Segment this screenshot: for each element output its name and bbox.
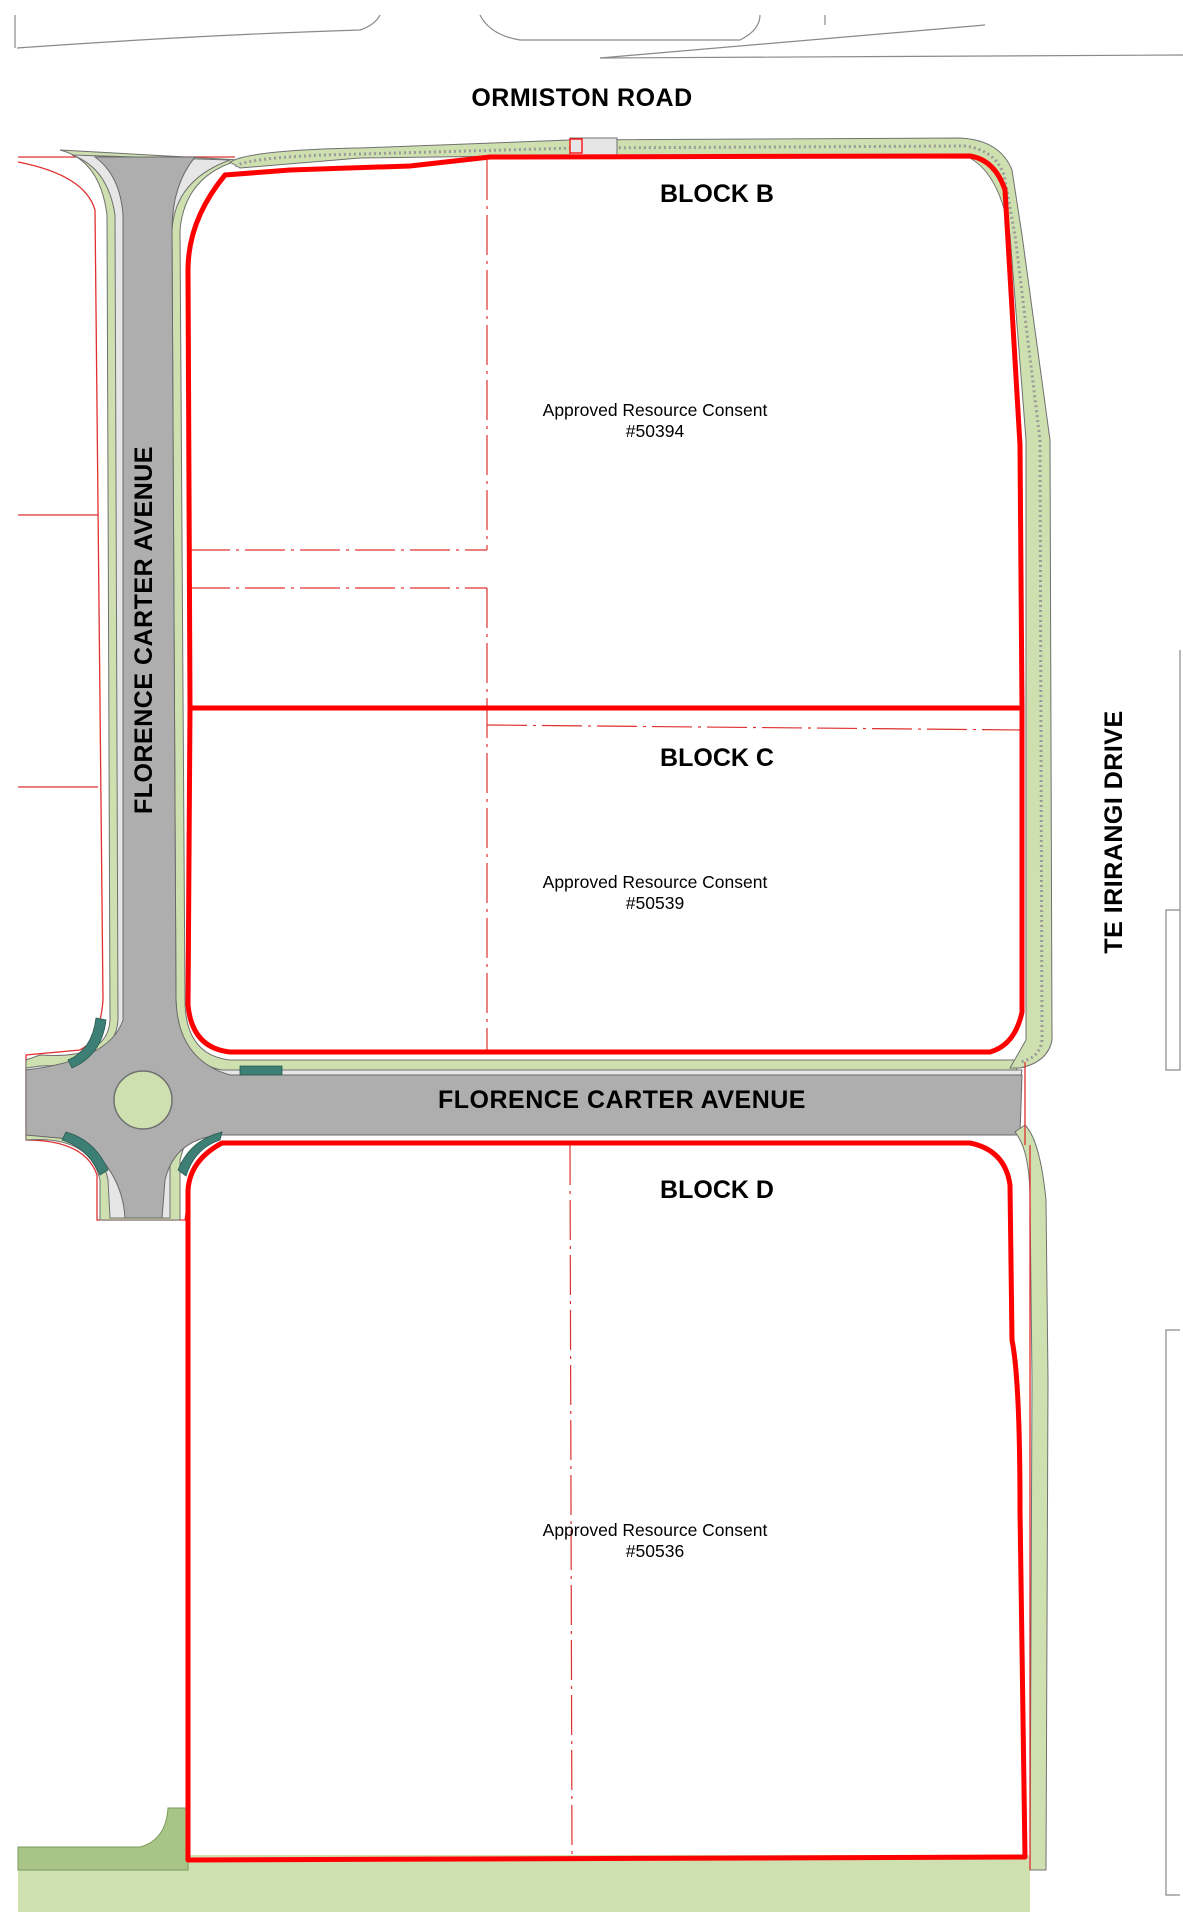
road-label-west: FLORENCE CARTER AVENUE xyxy=(130,446,158,814)
roundabout-island xyxy=(113,1070,173,1130)
block-b-consent-label: Approved Resource Consent xyxy=(543,400,768,420)
east-road-boundary xyxy=(1024,1062,1031,1870)
block-d-consent-label: Approved Resource Consent xyxy=(543,1520,768,1540)
block-c-title: BLOCK C xyxy=(660,744,774,772)
block-c-boundary xyxy=(185,705,1025,1055)
block-d-title: BLOCK D xyxy=(660,1176,774,1204)
north-footpath xyxy=(234,144,1044,1064)
block-b-title: BLOCK B xyxy=(660,180,774,208)
block-c-consent-label: Approved Resource Consent xyxy=(543,872,768,892)
existing-kerb-lines xyxy=(14,14,1183,59)
internal-lot-lines xyxy=(190,160,1023,1858)
block-d-consent-number: #50536 xyxy=(626,1541,684,1561)
west-lot-lines xyxy=(18,514,98,788)
block-c-consent-number: #50539 xyxy=(626,893,684,913)
block-b-consent-number: #50394 xyxy=(626,421,685,441)
north-access-notch xyxy=(569,138,583,154)
east-berm-lower xyxy=(1014,1124,1049,1871)
road-label-east: TE IRIRANGI DRIVE xyxy=(1100,710,1128,953)
road-label-north: ORMISTON ROAD xyxy=(471,84,692,112)
block-b-boundary xyxy=(185,153,1025,711)
existing-east-lines xyxy=(1165,650,1181,1896)
road-label-middle: FLORENCE CARTER AVENUE xyxy=(438,1086,806,1114)
tree-pits xyxy=(61,1017,283,1177)
block-d-boundary xyxy=(185,1140,1028,1863)
north-berm xyxy=(229,137,1053,1069)
